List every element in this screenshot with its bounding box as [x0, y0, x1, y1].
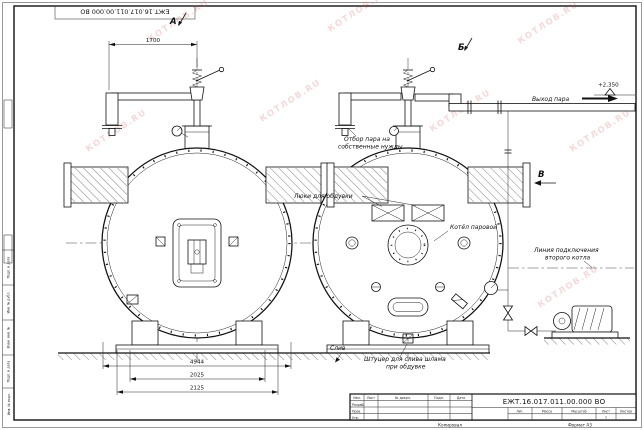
title-block: Изм. Лист № докум. Подп. Дата Разраб. Пр…	[349, 393, 637, 421]
watermark-text: КОТЛОВ.RU	[536, 264, 601, 311]
annotation-drain: Слив	[330, 345, 346, 352]
tb-lit: Лит.	[516, 409, 523, 413]
dimension-4944: 4944	[190, 360, 205, 366]
tb-col-podp: Подп.	[434, 396, 444, 400]
front-door	[172, 218, 222, 288]
top-left-stamp: ЕЖТ.16.017.011.00.000 ВО	[54, 5, 196, 20]
support-base	[115, 320, 279, 354]
margin-label-5: Инв. № подл.	[7, 393, 11, 415]
side-fitting-left	[155, 236, 166, 247]
left-header	[63, 162, 129, 208]
bolt-circle	[314, 149, 502, 337]
format-label: Формат А3	[568, 423, 592, 428]
annotation-sludge-1: Штуцер для слива шлама	[364, 356, 446, 363]
dimension-1700: 1700	[146, 38, 161, 44]
tb-doc-number: ЕЖТ.16.017.011.00.000 ВО	[503, 398, 606, 406]
elevation-mark: +2,350	[594, 83, 635, 96]
dimension-2125: 2125	[190, 386, 205, 392]
tb-row-utv: Утв.	[352, 416, 359, 420]
tb-col-data: Дата	[457, 396, 465, 400]
side-fitting-right	[228, 236, 239, 247]
view-labels: А Б В	[169, 12, 556, 186]
tb-col-list: Лист	[367, 396, 375, 400]
right-header	[265, 162, 329, 208]
bottom-hatch	[387, 297, 429, 317]
watermark-text: КОТЛОВ.RU	[568, 108, 633, 155]
feed-pump	[551, 305, 619, 339]
left-boiler-front-view	[63, 66, 329, 354]
margin-label-4: Подп. и дата	[7, 361, 11, 383]
tb-col-doc: № докум.	[395, 396, 411, 400]
tb-scale: Масштаб	[571, 409, 586, 413]
side-fittings	[345, 236, 471, 292]
view-label-a: А	[169, 17, 177, 27]
view-label-v: В	[538, 170, 544, 180]
tb-sheet-label: Лист	[602, 409, 610, 413]
angled-nozzle	[450, 293, 468, 310]
tb-row-prov: Пров.	[352, 409, 361, 413]
blow-off-hatches	[371, 204, 445, 222]
elevation-value: +2,350	[598, 83, 619, 89]
annotations: Выход пара Отбор пара на собственные нуж…	[293, 96, 599, 371]
annotation-blow-hatches: Люки для обдувки	[293, 193, 353, 200]
dimensions: 1700 4944 2025 2125	[102, 38, 292, 395]
annotation-steam-out: Выход пара	[532, 96, 570, 103]
safety-valve-assembly	[335, 66, 436, 136]
valve-icon	[524, 325, 538, 337]
safety-valve-assembly	[102, 66, 225, 138]
flow-arrow-icon	[582, 95, 618, 102]
copied-label: Копировал	[438, 423, 462, 428]
annotation-own-needs-2: собственные нужды	[338, 144, 403, 151]
watermark-text: КОТЛОВ.RU	[258, 78, 323, 125]
tb-mass: Масса	[542, 409, 552, 413]
valve-icon	[502, 305, 514, 321]
feed-pump-unit	[484, 111, 634, 345]
annotation-boiler-name: Котёл паровой	[450, 224, 497, 231]
left-header	[326, 162, 389, 208]
tb-sheets-label: Листов	[620, 409, 632, 413]
bolt-circle	[103, 149, 291, 337]
annotation-own-needs-1: Отбор пара на	[344, 136, 390, 143]
annotation-sludge-2: при обдувке	[386, 364, 426, 371]
margin-label-1: Подп. и дата	[7, 257, 11, 279]
steam-outlet-piping: +2,350	[414, 83, 636, 114]
dimension-2025: 2025	[190, 373, 205, 379]
annotation-second-boiler-1: Линия подключения	[533, 247, 599, 254]
tb-col-izm: Изм.	[353, 396, 361, 400]
margin-label-3: Взам. инв. №	[7, 326, 11, 348]
right-header	[467, 162, 531, 208]
watermark-text: КОТЛОВ.RU	[326, 0, 391, 35]
watermark-text: КОТЛОВ.RU	[516, 0, 581, 47]
tb-row-razrab: Разраб.	[352, 403, 365, 407]
view-label-b: Б	[458, 43, 465, 53]
drain-fitting	[126, 294, 139, 305]
right-boiler-rear-view	[312, 66, 531, 354]
margin-label-2: Инв. № дубл.	[7, 292, 11, 314]
pressure-gauge	[484, 281, 508, 295]
tb-sheet-number: 1	[605, 416, 607, 420]
stamp-doc-number: ЕЖТ.16.017.011.00.000 ВО	[80, 8, 169, 16]
sludge-nozzle	[402, 333, 414, 344]
manhole	[387, 224, 429, 266]
annotation-second-boiler-2: второго котла	[545, 255, 591, 262]
